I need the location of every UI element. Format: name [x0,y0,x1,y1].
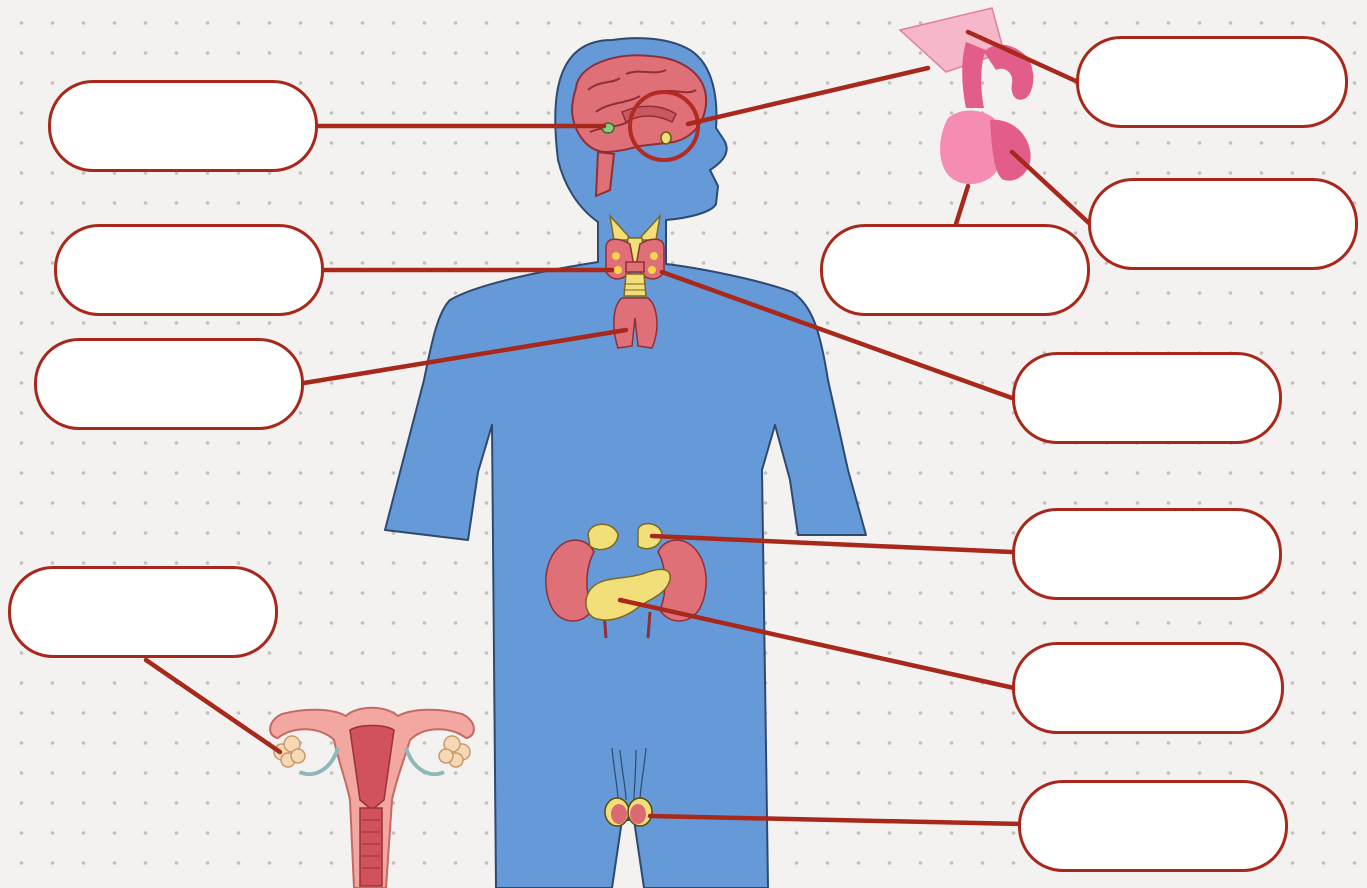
label-box-adrenal-glands[interactable] [1012,642,1284,734]
label-box-anterior-pituitary[interactable] [1088,178,1358,270]
uterus-ovaries-illustration [270,708,474,888]
pituitary-inset-illustration [900,8,1033,184]
label-box-thymus[interactable] [34,338,304,430]
leader-line-pineal-gland [688,68,928,124]
label-box-pineal-gland[interactable] [1076,36,1348,128]
label-box-pituitary-stalk[interactable] [820,224,1090,316]
leader-line-ovaries [146,660,280,752]
hypothalamus-shape [661,132,671,144]
label-box-thyroid-gland[interactable] [1012,352,1282,444]
label-box-posterior-pituitary[interactable] [1012,508,1282,600]
label-box-pancreas[interactable] [1018,780,1288,872]
leader-line-posterior-pituitary [1012,152,1090,224]
label-box-parathyroid-glands[interactable] [54,224,324,316]
leader-line-anterior-pituitary [956,186,968,224]
label-box-hypothalamus[interactable] [48,80,318,172]
label-box-ovaries[interactable] [8,566,278,658]
